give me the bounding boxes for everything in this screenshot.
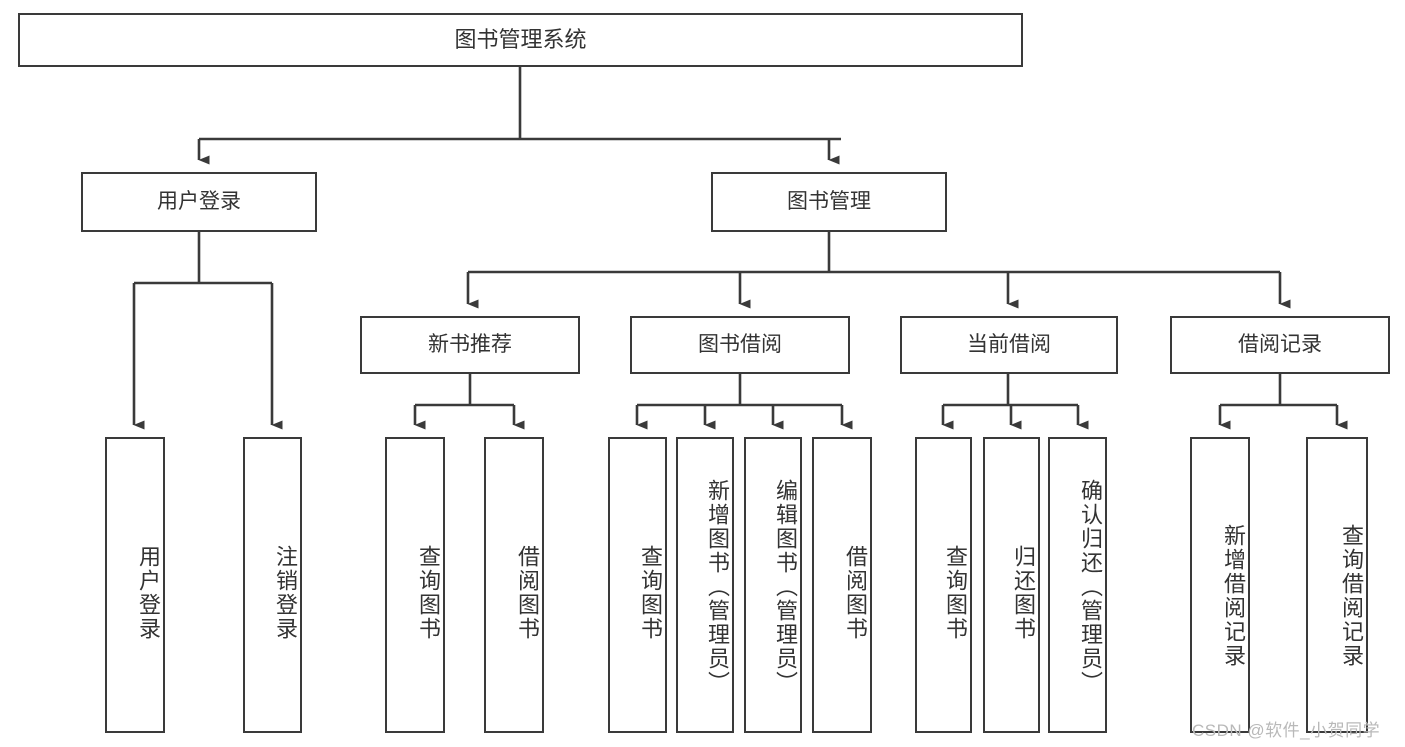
node-leaf-query-record[interactable]: 查询借阅记录 — [1306, 437, 1368, 733]
node-new-book-recommend[interactable]: 新书推荐 — [360, 316, 580, 374]
node-leaf-query-book-2[interactable]: 查询图书 — [608, 437, 667, 733]
node-leaf-add-book-label: 新增图书（管理员） — [705, 479, 730, 695]
node-borrow-record[interactable]: 借阅记录 — [1170, 316, 1390, 374]
node-root-label: 图书管理系统 — [454, 27, 587, 53]
node-leaf-query-record-label: 查询借阅记录 — [1339, 524, 1364, 668]
node-leaf-edit-book-label: 编辑图书（管理员） — [773, 479, 798, 695]
node-current-borrow[interactable]: 当前借阅 — [900, 316, 1118, 374]
node-leaf-add-record-label: 新增借阅记录 — [1221, 524, 1246, 668]
node-leaf-borrow-book-1-label: 借阅图书 — [515, 545, 540, 641]
node-leaf-return-book[interactable]: 归还图书 — [983, 437, 1040, 733]
node-leaf-query-book-3-label: 查询图书 — [943, 545, 968, 641]
node-book-borrow[interactable]: 图书借阅 — [630, 316, 850, 374]
node-book-management[interactable]: 图书管理 — [711, 172, 947, 232]
node-book-management-label: 图书管理 — [787, 189, 871, 213]
node-leaf-logout-label: 注销登录 — [273, 545, 298, 641]
node-leaf-borrow-book-2-label: 借阅图书 — [843, 545, 868, 641]
node-leaf-add-book[interactable]: 新增图书（管理员） — [676, 437, 734, 733]
node-leaf-user-login-label: 用户登录 — [136, 545, 161, 641]
node-leaf-borrow-book-1[interactable]: 借阅图书 — [484, 437, 544, 733]
node-user-login-label: 用户登录 — [157, 189, 241, 213]
node-root[interactable]: 图书管理系统 — [18, 13, 1023, 67]
node-borrow-record-label: 借阅记录 — [1238, 332, 1322, 356]
node-leaf-user-login[interactable]: 用户登录 — [105, 437, 165, 733]
node-book-borrow-label: 图书借阅 — [698, 332, 782, 356]
node-leaf-return-book-label: 归还图书 — [1011, 545, 1036, 641]
node-user-login[interactable]: 用户登录 — [81, 172, 317, 232]
node-leaf-confirm-return-label: 确认归还（管理员） — [1078, 479, 1103, 695]
node-leaf-edit-book[interactable]: 编辑图书（管理员） — [744, 437, 802, 733]
node-leaf-query-book-1[interactable]: 查询图书 — [385, 437, 445, 733]
node-leaf-add-record[interactable]: 新增借阅记录 — [1190, 437, 1250, 733]
node-leaf-query-book-3[interactable]: 查询图书 — [915, 437, 972, 733]
node-leaf-logout[interactable]: 注销登录 — [243, 437, 302, 733]
csdn-watermark: CSDN @软件_小贺同学 — [1192, 721, 1381, 740]
node-current-borrow-label: 当前借阅 — [967, 332, 1051, 356]
node-leaf-confirm-return[interactable]: 确认归还（管理员） — [1048, 437, 1107, 733]
node-leaf-query-book-1-label: 查询图书 — [416, 545, 441, 641]
node-leaf-query-book-2-label: 查询图书 — [638, 545, 663, 641]
node-new-book-recommend-label: 新书推荐 — [428, 332, 512, 356]
node-leaf-borrow-book-2[interactable]: 借阅图书 — [812, 437, 872, 733]
